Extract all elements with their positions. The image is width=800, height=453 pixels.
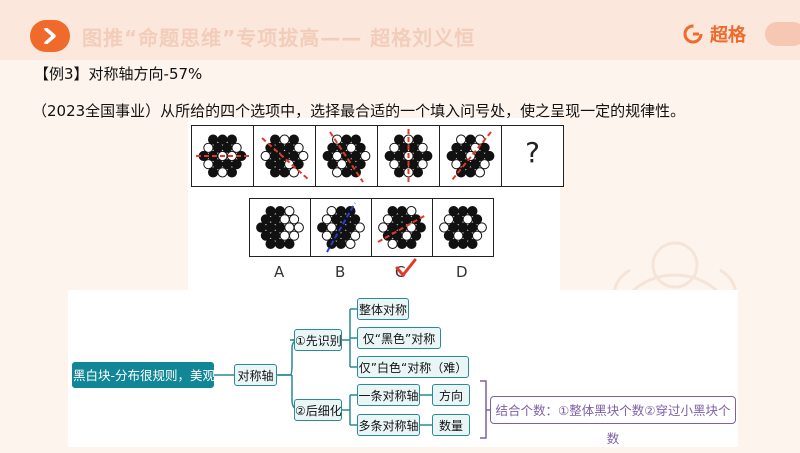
symmetry-axis-line	[377, 214, 427, 243]
grid-dot	[422, 150, 433, 162]
grid-dot	[360, 150, 371, 162]
puzzle-figure-4	[378, 126, 440, 186]
grid-dot	[354, 222, 365, 233]
mind-map-direction: 方向	[432, 384, 470, 406]
option-label-d: D	[456, 263, 468, 281]
option-c-figure[interactable]	[372, 199, 433, 256]
mind-map-identify: ①先识别	[294, 329, 342, 351]
symmetry-axis-line	[326, 202, 356, 253]
grid-dot	[479, 142, 490, 153]
mind-map-single-axis: 一条对称轴	[357, 384, 420, 406]
grid-dot	[467, 238, 478, 250]
puzzle-figure-2	[254, 126, 316, 186]
puzzle-sequence: ?	[191, 125, 564, 187]
mind-map-refine: ②后细化	[294, 399, 342, 421]
symmetry-axis-line	[451, 131, 492, 181]
symmetry-axis-line	[261, 137, 310, 181]
brand-logo-text: 超格	[710, 25, 746, 46]
mind-map-white-symmetry: 仅”白色“对称（难）	[357, 356, 469, 378]
option-d-figure[interactable]	[433, 199, 493, 256]
grid-dot	[226, 134, 238, 145]
corner-tab	[765, 22, 800, 46]
symmetry-axis-line	[329, 131, 364, 183]
grid-dot	[472, 214, 483, 225]
puzzle-figure-3	[316, 126, 378, 186]
question-text: （2023全国事业）从所给的四个选项中，选择最合适的一个填入问号处，使之呈现一定…	[32, 102, 686, 120]
grid-dot	[350, 230, 361, 241]
grid-dot	[345, 238, 356, 250]
grid-dot	[411, 230, 422, 241]
puzzle-unknown: ?	[502, 126, 563, 186]
grid-dot	[476, 222, 487, 233]
grid-dot	[467, 206, 478, 217]
grid-dot	[293, 142, 304, 153]
grid-dot	[293, 159, 304, 170]
question-mark: ?	[525, 136, 540, 169]
grid-dot	[284, 206, 295, 217]
grid-dot	[355, 159, 366, 170]
header-banner: 图推“命题思维”专项拔高—— 超格刘义恒 超格	[0, 0, 800, 60]
grid-dot	[415, 222, 426, 233]
grid-dot	[231, 142, 242, 153]
mind-map-black-symmetry: 仅“黑色”对称	[357, 327, 441, 349]
grid-dot	[289, 214, 300, 225]
option-a-figure[interactable]	[250, 199, 311, 256]
mind-map-summary: 结合个数：①整体黑块个数②穿过小黑块个数	[490, 396, 736, 446]
grid-dot	[289, 230, 300, 241]
grid-dot	[412, 134, 424, 145]
mind-map-root: 黑白块-分布很规则，美观	[72, 362, 215, 388]
grid-dot	[484, 150, 495, 162]
grid-dot	[350, 134, 362, 145]
mind-map-symmetry-axis: 对称轴	[234, 364, 277, 386]
brand-logo: 超格	[682, 22, 746, 46]
grid-dot	[406, 238, 417, 250]
grid-dot	[406, 206, 417, 217]
grid-dot	[231, 159, 242, 170]
grid-dot	[417, 142, 428, 153]
example-title: 【例3】对称轴方向-57%	[34, 65, 203, 83]
mind-map-count: 数量	[432, 414, 470, 436]
grid-dot	[284, 238, 295, 250]
puzzle-figure-1	[192, 126, 254, 186]
header-title: 图推“命题思维”专项拔高—— 超格刘义恒	[82, 26, 476, 50]
chevron-right-icon	[44, 28, 56, 44]
mind-map-whole-symmetry: 整体对称	[357, 298, 409, 320]
grid-dot	[412, 167, 424, 178]
grid-dot	[298, 150, 309, 162]
grid-dot	[479, 159, 490, 170]
checkmark-icon	[395, 258, 417, 278]
option-label-b: B	[335, 263, 346, 281]
brand-g-icon	[683, 24, 703, 44]
grid-dot	[474, 167, 486, 178]
option-b-figure[interactable]	[311, 199, 372, 256]
puzzle-figure-5	[440, 126, 502, 186]
grid-dot	[417, 159, 428, 170]
grid-dot	[350, 214, 361, 225]
grid-dot	[288, 134, 300, 145]
next-arrow-button[interactable]	[30, 20, 70, 52]
mind-map-multi-axis: 多条对称轴	[357, 414, 420, 436]
puzzle-options	[249, 198, 494, 257]
option-label-a: A	[274, 263, 285, 281]
grid-dot	[472, 230, 483, 241]
grid-dot	[226, 167, 238, 178]
grid-dot	[355, 142, 366, 153]
grid-dot	[293, 222, 304, 233]
